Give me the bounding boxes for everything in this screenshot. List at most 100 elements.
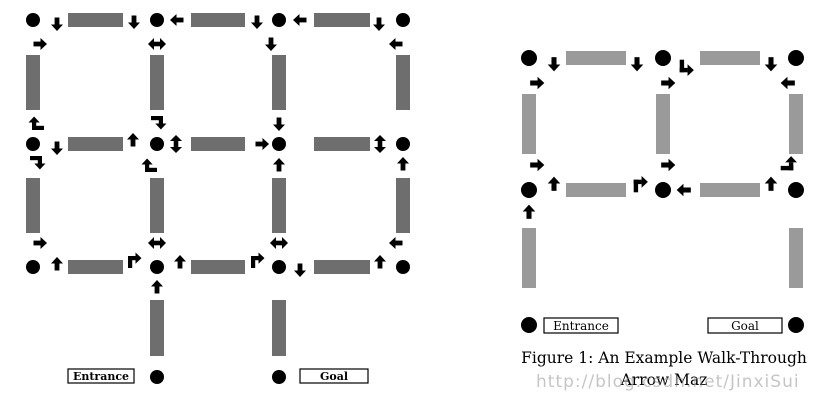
arrow-l	[389, 38, 403, 50]
caption-line-2: Arrow Maz	[620, 371, 708, 389]
arrow-u	[522, 204, 536, 219]
right-goal-label: Goal	[731, 319, 759, 333]
arrow-l	[676, 183, 691, 197]
maze-node	[26, 13, 40, 27]
arrow-turn	[151, 116, 167, 130]
maze-node	[150, 260, 164, 274]
maze-node	[26, 137, 40, 151]
maze-node	[788, 182, 804, 198]
arrow-r	[33, 237, 47, 249]
maze-wall	[150, 300, 164, 356]
maze-node	[272, 370, 286, 384]
caption-line-1: Figure 1: An Example Walk-Through	[521, 349, 807, 367]
maze-wall	[272, 55, 286, 110]
maze-node	[272, 260, 286, 274]
arrow-d	[630, 57, 644, 72]
maze-wall	[566, 51, 626, 65]
arrow-left-right	[148, 38, 166, 50]
maze-wall	[522, 94, 536, 154]
maze-node	[150, 13, 164, 27]
arrow-r	[530, 76, 545, 90]
arrow-d	[51, 17, 63, 31]
right-goal-box: Goal	[707, 317, 783, 334]
maze-wall	[700, 51, 760, 65]
arrow-d	[764, 57, 778, 72]
arrow-u	[174, 255, 186, 269]
left-arrow-maze	[26, 13, 410, 384]
maze-wall	[68, 260, 123, 274]
maze-wall	[396, 55, 410, 110]
maze-wall	[656, 94, 670, 154]
arrow-left-right	[270, 237, 288, 249]
arrow-u	[273, 158, 285, 172]
maze-wall	[789, 94, 803, 154]
maze-node	[655, 182, 671, 198]
arrow-turn	[633, 176, 648, 193]
maze-wall	[314, 137, 370, 151]
maze-wall	[314, 260, 370, 274]
arrow-d	[547, 57, 561, 72]
maze-node	[788, 317, 804, 333]
arrow-r	[255, 138, 269, 150]
arrow-r	[33, 38, 47, 50]
arrow-turn	[780, 156, 797, 171]
arrow-l	[780, 76, 795, 90]
arrow-u	[397, 157, 409, 171]
arrow-r	[661, 158, 676, 172]
arrow-l	[389, 237, 403, 249]
right-arrow-maze	[521, 50, 804, 333]
arrow-u	[127, 133, 139, 147]
arrow-u	[51, 257, 63, 271]
arrow-l	[293, 14, 307, 26]
maze-node	[521, 50, 537, 66]
arrow-u	[764, 176, 778, 191]
maze-wall	[150, 55, 164, 110]
maze-wall	[396, 178, 410, 233]
maze-node	[655, 50, 671, 66]
arrow-u	[374, 255, 386, 269]
maze-wall	[68, 13, 123, 27]
maze-node	[396, 13, 410, 27]
arrow-d	[51, 141, 63, 155]
maze-node	[150, 137, 164, 151]
left-entrance-label: Entrance	[73, 370, 129, 383]
arrow-turn	[128, 252, 142, 268]
maze-node	[788, 50, 804, 66]
arrow-turn	[251, 252, 265, 268]
maze-node	[396, 137, 410, 151]
watermark: http://blog.csdn.net/JinxiSui	[536, 372, 800, 392]
arrow-r	[530, 158, 545, 172]
maze-wall	[150, 178, 164, 233]
arrow-up-down	[170, 135, 182, 153]
maze-wall	[26, 178, 40, 233]
maze-node	[272, 13, 286, 27]
arrow-turn	[30, 156, 46, 170]
arrow-d	[273, 117, 285, 131]
maze-wall	[272, 300, 286, 356]
maze-wall	[272, 178, 286, 233]
maze-wall	[522, 228, 536, 288]
maze-node	[150, 370, 164, 384]
arrow-d	[128, 15, 140, 29]
left-entrance-box: Entrance	[67, 368, 135, 384]
maze-wall	[566, 183, 626, 197]
maze-wall	[191, 13, 245, 27]
arrow-d	[294, 263, 306, 277]
arrow-u	[547, 176, 561, 191]
arrow-r	[661, 76, 676, 90]
maze-wall	[191, 260, 245, 274]
right-entrance-label: Entrance	[553, 319, 609, 333]
arrow-up-down	[374, 135, 386, 153]
maze-node	[521, 182, 537, 198]
figure-caption: Figure 1: An Example Walk-Through Arrow …	[508, 347, 820, 391]
maze-node	[26, 260, 40, 274]
arrow-d	[251, 15, 263, 29]
maze-wall	[191, 137, 245, 151]
maze-wall	[314, 13, 370, 27]
maze-node	[396, 260, 410, 274]
maze-node	[521, 317, 537, 333]
maze-wall	[68, 137, 123, 151]
right-entrance-box: Entrance	[543, 317, 619, 334]
arrow-l	[170, 14, 184, 26]
